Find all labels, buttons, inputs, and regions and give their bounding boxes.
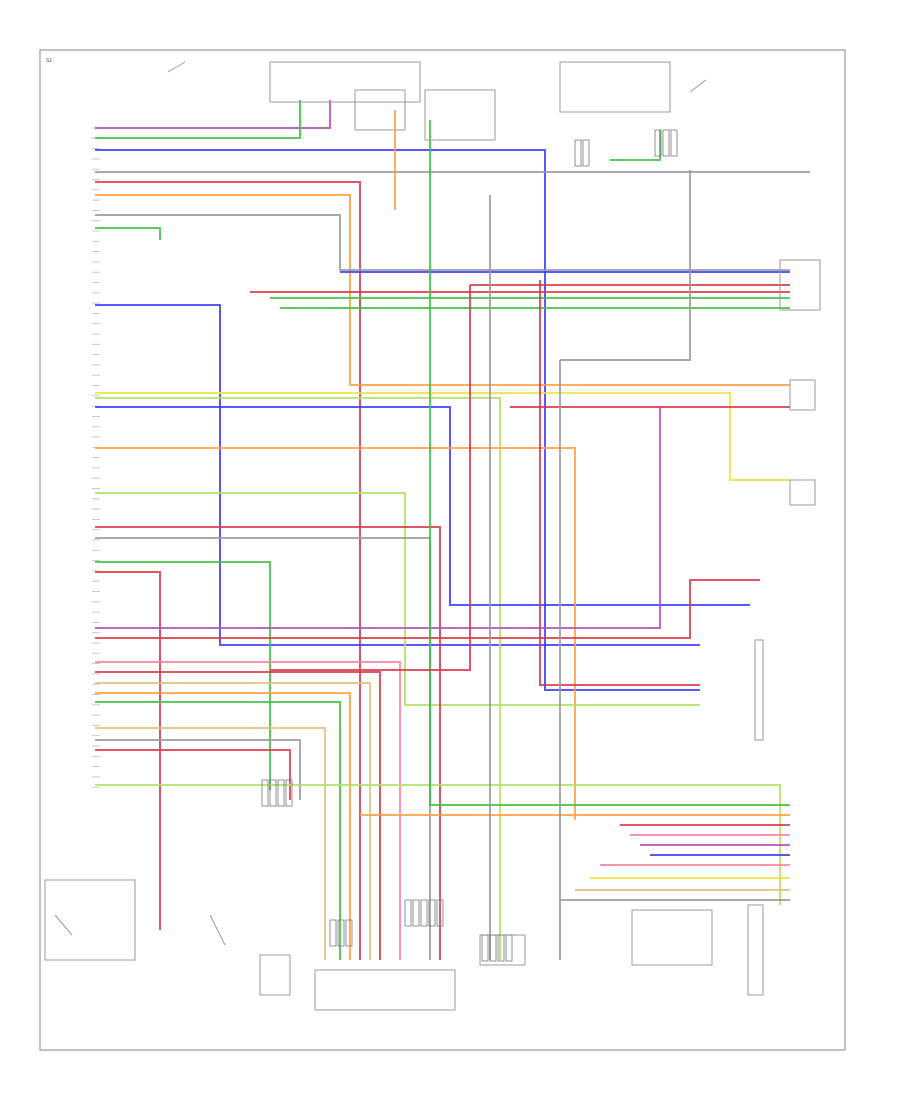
connector-bottom-mid: [479, 934, 526, 966]
switch-symbol-top-left: [167, 61, 186, 73]
wire-green-31: [95, 701, 341, 960]
sensor-box-2: [789, 379, 816, 411]
wire-yellow-15: [95, 392, 790, 481]
wire-violet-25: [95, 407, 661, 629]
wire-blue-14: [95, 304, 700, 646]
wire-red-5: [95, 181, 361, 960]
connector-block-3: [436, 899, 444, 927]
switch-symbol-bottom-left: [54, 914, 73, 936]
switch-symbol-top-right: [689, 79, 707, 93]
wire-green-36: [429, 120, 790, 806]
diagram-border: [39, 49, 846, 1051]
connector-block-2: [329, 919, 337, 947]
sensor-box-3: [789, 479, 816, 506]
connector-block-3: [412, 899, 420, 927]
wire-violet-1: [95, 100, 331, 129]
wire-gray-33: [95, 739, 301, 800]
wire-green-49: [610, 130, 661, 161]
ecu-body: [314, 969, 456, 1011]
wire-blue-17: [95, 406, 750, 606]
wire-red-38: [270, 285, 471, 671]
bottom-components: [44, 879, 526, 1011]
wire-tan-32: [95, 727, 326, 960]
sheet-id: S1: [46, 58, 52, 64]
connector-block-6: [670, 129, 678, 157]
wire-orange-19: [95, 447, 576, 820]
wire-bundle: [95, 100, 810, 960]
connector-block-6: [662, 129, 670, 157]
wire-red-24: [95, 571, 161, 930]
wire-orange-30: [95, 692, 351, 960]
solenoid-bottom: [259, 954, 291, 996]
connector-block-3: [420, 899, 428, 927]
connector-block-5: [574, 139, 582, 167]
wire-red-26: [95, 579, 760, 639]
wire-green-8: [95, 227, 161, 240]
module-bottom-right: [747, 904, 764, 996]
top-components: [167, 61, 707, 141]
wire-gray-7: [95, 214, 790, 271]
fuse-block-right-top: [559, 61, 671, 113]
connector-block-4: [489, 934, 497, 962]
sensor-box-4: [754, 639, 764, 741]
wire-blue-3: [95, 149, 700, 691]
connector-block-1: [277, 779, 285, 807]
connector-block-2: [345, 919, 353, 947]
wire-tan-29: [95, 682, 371, 960]
wire-lightgreen-16: [95, 397, 501, 960]
connector-block-4: [497, 934, 505, 962]
connector-block-4: [481, 934, 489, 962]
connector-blocks: [261, 129, 678, 962]
sensor-left-bottom: [44, 879, 136, 961]
right-components: [631, 259, 821, 996]
wire-green-2: [95, 100, 301, 139]
connector-block-3: [404, 899, 412, 927]
wire-lightgreen-20: [95, 492, 700, 706]
connector-block-5: [582, 139, 590, 167]
wire-pink-27: [95, 661, 401, 960]
wire-gray-51: [560, 170, 691, 361]
connector-block-1: [269, 779, 277, 807]
fuse-box-top: [269, 61, 421, 103]
ground-symbol-left: [209, 914, 226, 946]
connector-block-1: [285, 779, 293, 807]
connector-block-3: [428, 899, 436, 927]
wire-green-23: [95, 561, 271, 790]
wire-red-39: [539, 280, 700, 686]
ignition-switch-top: [424, 89, 496, 141]
wire-orange-6: [95, 194, 790, 386]
connector-block-2: [337, 919, 345, 947]
relay-top: [354, 89, 406, 131]
connector-block-6: [654, 129, 662, 157]
sensor-box-1: [779, 259, 821, 311]
wire-red-28: [95, 671, 381, 960]
connector-block-4: [505, 934, 513, 962]
wire-red-34: [95, 749, 291, 800]
wire-red-21: [95, 526, 441, 960]
connector-block-1: [261, 779, 269, 807]
ecu-connector-column: [92, 127, 100, 788]
relay-bottom-right: [631, 909, 713, 966]
